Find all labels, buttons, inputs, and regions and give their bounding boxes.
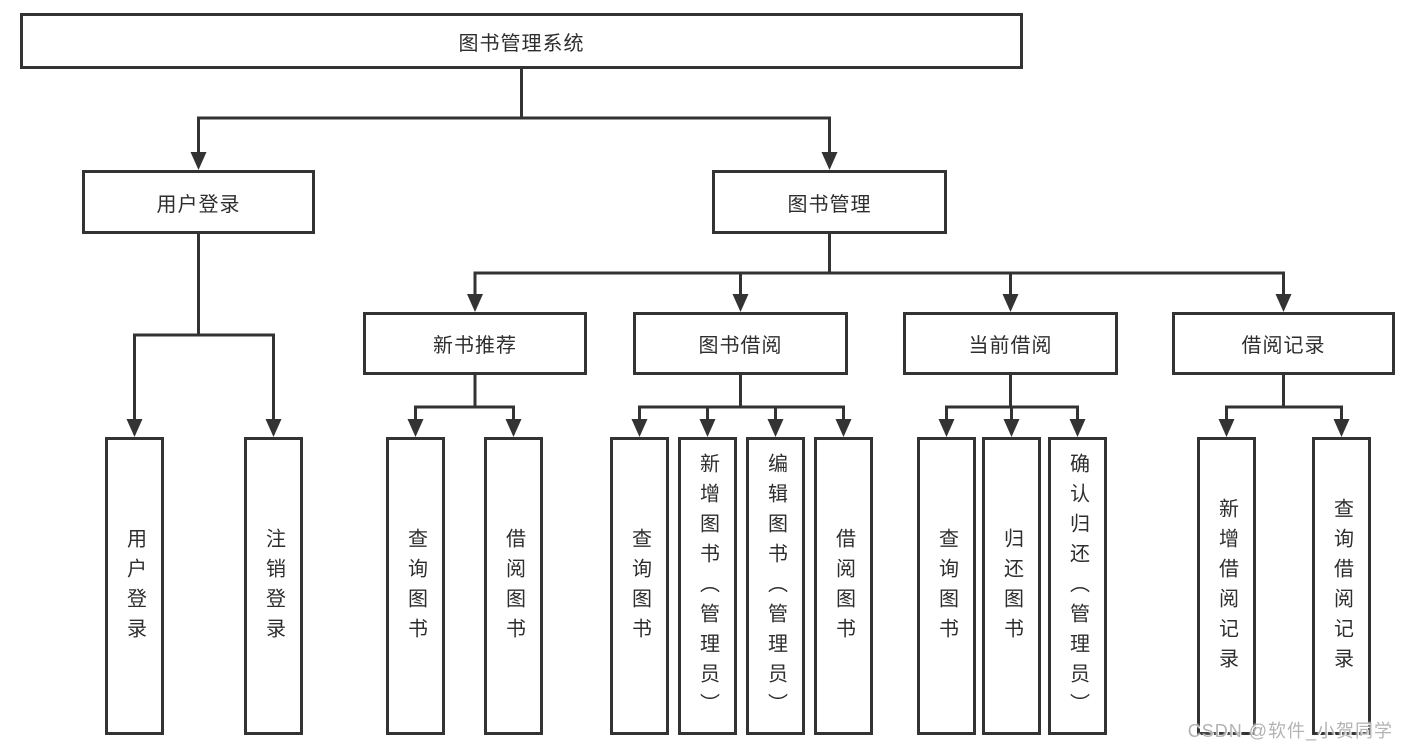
leaf-logout-label: 注销登录 <box>262 528 285 648</box>
leaf-borrow-books-recommend: 借阅图书 <box>484 437 543 735</box>
leaf-confirm-return-admin-label: 确认归还（管理员） <box>1066 453 1089 723</box>
node-borrowing-records-label: 借阅记录 <box>1241 335 1326 357</box>
node-new-book-recommendation: 新书推荐 <box>363 312 587 375</box>
leaf-add-borrow-record-label: 新增借阅记录 <box>1215 498 1238 678</box>
leaf-add-borrow-record: 新增借阅记录 <box>1197 437 1256 735</box>
leaf-borrow-books-borrowing: 借阅图书 <box>814 437 873 735</box>
leaf-query-borrow-record: 查询借阅记录 <box>1312 437 1371 735</box>
node-user-login: 用户登录 <box>82 170 315 234</box>
leaf-borrow-books-borrowing-label: 借阅图书 <box>832 528 855 648</box>
leaf-query-borrow-record-label: 查询借阅记录 <box>1330 498 1353 678</box>
node-library-management-system: 图书管理系统 <box>20 13 1023 69</box>
node-user-login-label: 用户登录 <box>156 193 241 216</box>
leaf-edit-books-admin-label: 编辑图书（管理员） <box>764 453 787 723</box>
node-book-borrowing-label: 图书借阅 <box>698 335 783 357</box>
node-book-management-label: 图书管理 <box>787 193 872 216</box>
watermark: CSDN @软件_小贺同学 <box>1187 721 1393 741</box>
leaf-return-books-label: 归还图书 <box>1000 528 1023 648</box>
node-book-management: 图书管理 <box>712 170 947 234</box>
node-library-management-system-label: 图书管理系统 <box>458 32 585 55</box>
leaf-query-books-recommend: 查询图书 <box>386 437 445 735</box>
leaf-query-books-recommend-label: 查询图书 <box>404 528 427 648</box>
leaf-return-books: 归还图书 <box>982 437 1041 735</box>
leaf-add-books-admin-label: 新增图书（管理员） <box>696 453 719 723</box>
node-new-book-recommendation-label: 新书推荐 <box>433 335 517 357</box>
leaf-query-books-borrowing-label: 查询图书 <box>628 528 651 648</box>
leaf-user-login-label: 用户登录 <box>123 528 146 648</box>
node-current-borrowing-label: 当前借阅 <box>968 335 1053 357</box>
leaf-logout: 注销登录 <box>244 437 303 735</box>
node-book-borrowing: 图书借阅 <box>633 312 848 375</box>
leaf-edit-books-admin: 编辑图书（管理员） <box>746 437 805 735</box>
leaf-query-books-current: 查询图书 <box>917 437 976 735</box>
leaf-confirm-return-admin: 确认归还（管理员） <box>1048 437 1107 735</box>
leaf-query-books-current-label: 查询图书 <box>935 528 958 648</box>
leaf-query-books-borrowing: 查询图书 <box>610 437 669 735</box>
leaf-user-login: 用户登录 <box>105 437 164 735</box>
leaf-add-books-admin: 新增图书（管理员） <box>678 437 737 735</box>
node-current-borrowing: 当前借阅 <box>903 312 1118 375</box>
leaf-borrow-books-recommend-label: 借阅图书 <box>502 528 525 648</box>
node-borrowing-records: 借阅记录 <box>1172 312 1395 375</box>
